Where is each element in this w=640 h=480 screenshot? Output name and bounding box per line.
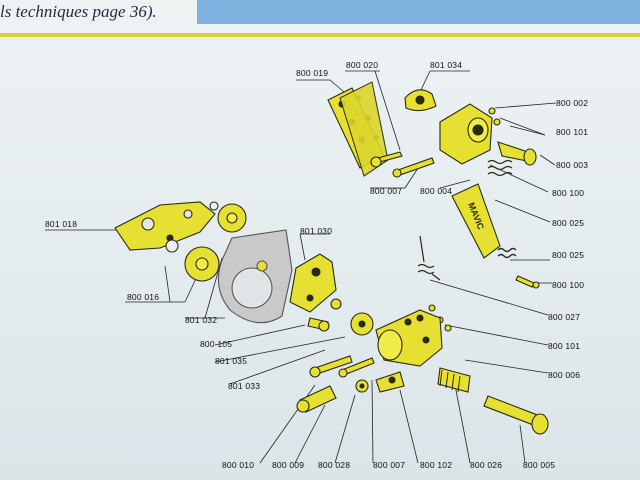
label-800-105: 800 105	[200, 339, 233, 349]
label-800-019: 800 019	[296, 68, 329, 78]
label-800-025-top: 800 025	[552, 218, 585, 228]
label-800-100-mid: 800 100	[552, 280, 585, 290]
part-801033-pins	[309, 355, 375, 378]
label-800-025-mid: 800 025	[552, 250, 585, 260]
label-800-004: 800 004	[420, 186, 453, 196]
part-800105-screw	[307, 317, 330, 332]
part-800028-washer	[355, 379, 369, 393]
part-800102-screw	[375, 371, 405, 393]
label-800-010: 800 010	[222, 460, 255, 470]
label-800-027: 800 027	[548, 312, 581, 322]
label-800-007-top: 800 007	[370, 186, 403, 196]
label-800-101-mid: 800 101	[548, 341, 581, 351]
label-800-020: 800 020	[346, 60, 379, 70]
label-800-100-top: 800 100	[552, 188, 585, 198]
label-800-007-bottom: 800 007	[373, 460, 406, 470]
leader-lines	[45, 70, 557, 464]
part-801032-silver-plate	[217, 229, 293, 324]
yellow-rule	[0, 33, 640, 37]
part-801030-inner-cage	[289, 253, 342, 313]
label-800-016: 800 016	[127, 292, 160, 302]
parts: MAVIC	[114, 81, 549, 435]
label-801-035: 801 035	[215, 356, 248, 366]
part-800009-barrel	[296, 385, 337, 413]
label-800-005: 800 005	[523, 460, 556, 470]
header-blue-box	[197, 0, 640, 24]
label-800-101-top: 800 101	[556, 127, 589, 137]
part-800100-bolt	[515, 275, 540, 289]
part-800003-pin	[497, 141, 537, 166]
part-mavic-arm: MAVIC	[451, 183, 501, 259]
part-800025-spring	[497, 247, 517, 259]
part-801034-clamp	[404, 89, 437, 112]
label-801-033: 801 033	[228, 381, 261, 391]
part-800005-bolt	[483, 395, 549, 435]
part-801018-cage-plate	[114, 201, 216, 251]
part-801035-hub	[350, 312, 374, 336]
part-800016-pulleys	[165, 201, 247, 282]
label-800-026: 800 026	[470, 460, 503, 470]
label-801-034: 801 034	[430, 60, 463, 70]
label-800-003: 800 003	[556, 160, 589, 170]
label-800-002: 800 002	[556, 98, 589, 108]
label-801-030: 801 030	[300, 226, 333, 236]
label-801-032: 801 032	[185, 315, 218, 325]
part-800026-spring	[437, 367, 471, 393]
header-text: ls techniques page 36).	[0, 2, 157, 21]
label-800-028: 800 028	[318, 460, 351, 470]
label-800-102: 800 102	[420, 460, 453, 470]
label-801-018: 801 018	[45, 219, 78, 229]
part-800006-knuckle	[375, 309, 443, 367]
label-800-006: 800 006	[548, 370, 581, 380]
label-800-009: 800 009	[272, 460, 305, 470]
part-800007-bolts	[370, 151, 435, 178]
part-800027-spring	[417, 235, 441, 281]
part-800100-spring	[487, 159, 513, 177]
part-body-main	[439, 103, 493, 165]
